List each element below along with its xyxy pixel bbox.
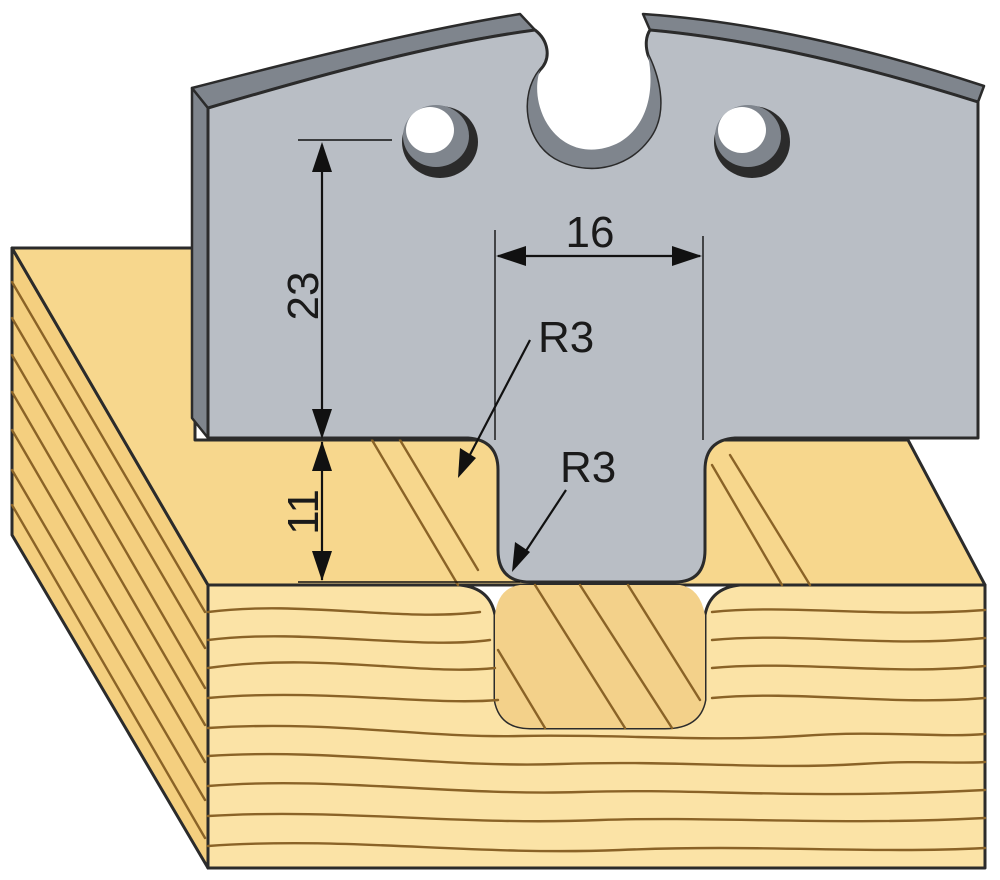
wood-block — [10, 246, 987, 870]
side-grain — [10, 280, 207, 840]
dimension-annotations: 23 11 16 R3 R3 — [279, 139, 704, 583]
wood-front-face — [206, 583, 987, 870]
dimension-label-16: 16 — [566, 208, 615, 257]
mounting-hole-left — [402, 105, 478, 178]
dimension-label-11: 11 — [279, 489, 328, 535]
profile-knife — [190, 12, 986, 584]
top-grain — [370, 438, 812, 730]
knife-bevel-edge — [190, 86, 210, 440]
mounting-hole-right — [714, 105, 790, 178]
radius-label-lower: R3 — [560, 443, 616, 492]
groove-floor — [495, 585, 705, 728]
knife-face — [206, 28, 980, 584]
center-slot-shadow — [528, 55, 661, 168]
front-grain — [206, 607, 987, 853]
radius-label-upper: R3 — [538, 313, 594, 362]
dimension-label-23: 23 — [279, 272, 328, 321]
